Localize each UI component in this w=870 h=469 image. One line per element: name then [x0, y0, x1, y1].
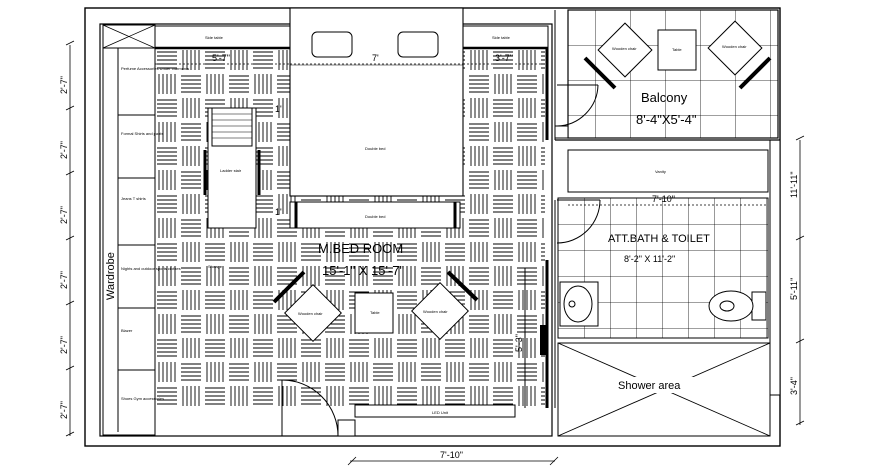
shower-area [557, 342, 771, 437]
vanity-counter [567, 149, 769, 193]
bath-door [556, 199, 601, 244]
dim-top-bed: 7' [372, 53, 379, 63]
balcony-table-label: Table [672, 47, 682, 52]
bedroom-size: 15'-1" X 15'-7" [322, 263, 405, 278]
left-dimensions: 2'-7" 2'-7" 2'-7" 2'-7" 2'-7" 2'-7" [59, 76, 69, 419]
wardrobe-sections: Perfume Accessories Under Garments Forma… [121, 66, 189, 401]
balcony-size: 8'-4"X5'-4" [636, 112, 697, 127]
ladder-label: Ladder stair [220, 168, 242, 173]
balcony-chair-right-label: Wooden chair [722, 44, 747, 49]
vanity-label: Vanity [655, 169, 666, 174]
bath-size: 8'-2" X 11'-2" [624, 254, 675, 264]
dim-top-right: 3'-7" [495, 53, 513, 63]
dim-left-5: 2'-7" [59, 336, 69, 354]
dim-bed-gap: 1' [275, 104, 282, 114]
bath-name: ATT.BATH & TOILET [608, 233, 710, 245]
bed-footboard [289, 201, 461, 229]
pillow-right [397, 31, 439, 58]
wooden-chair-left [272, 270, 342, 342]
dim-left-3: 2'-7" [59, 206, 69, 224]
wardrobe [102, 24, 156, 436]
bedroom-name: M.BED ROOM [318, 241, 403, 256]
balcony-chair-left-label: Wooden chair [612, 46, 637, 51]
wardrobe-section-perfume: Perfume Accessories Under Garments [121, 66, 189, 71]
dim-top-left: 5'-7" [212, 53, 230, 63]
balcony-chair-left [583, 22, 653, 90]
dim-left-4: 2'-7" [59, 271, 69, 289]
led-unit-label: LED Unit [432, 410, 449, 415]
table-label: Table [370, 310, 380, 315]
dim-right-1: 11'-11" [789, 171, 799, 198]
dim-right-3: 3'-4" [789, 377, 799, 395]
dimension-lines [65, 40, 805, 466]
balcony-chair-right [707, 20, 772, 90]
side-table-left-label: Side table [205, 35, 224, 40]
side-table-right-label: Side table [492, 35, 511, 40]
shower-label-bg [612, 377, 696, 393]
pillow-left [311, 31, 353, 58]
dim-bath-width: 7'-10" [652, 194, 675, 204]
wash-basin [559, 281, 599, 327]
wooden-chair-left-label: Wooden chair [298, 311, 323, 316]
bath-wall-right [769, 139, 781, 396]
wardrobe-section-nights: Nights and outdoor sports clothes [121, 266, 181, 271]
wardrobe-section-blazer: Blazer [121, 328, 133, 333]
dim-bed-gap-lower: 1' [275, 207, 282, 217]
mirror-panel [540, 325, 547, 355]
double-bed-lower-label: Double bed [365, 214, 385, 219]
right-dimensions: 11'-11" 5'-11" 3'-4" [789, 171, 799, 395]
shower-label: Shower area [618, 380, 681, 392]
storage-label: Storage [208, 264, 223, 269]
dim-bottom: 7'-10" [440, 450, 463, 460]
wardrobe-label: Wardrobe [105, 252, 117, 300]
dim-vertical-small: 5'-3" [514, 334, 524, 352]
ladder-stair [203, 107, 261, 229]
dim-left-1: 2'-7" [59, 76, 69, 94]
dim-left-6: 2'-7" [59, 401, 69, 419]
toilet [708, 290, 767, 322]
wardrobe-section-formal: Formal Shirts and pants [121, 131, 163, 136]
balcony-name: Balcony [641, 90, 688, 105]
double-bed [289, 7, 464, 197]
mirror-label: MIRROR [540, 336, 545, 352]
balcony-door [554, 84, 599, 139]
wardrobe-section-jeans: Jeans T shirts [121, 196, 146, 201]
led-unit [354, 404, 516, 418]
wardrobe-section-shoes: Shoes Gym accessories [121, 396, 164, 401]
entry-door [281, 379, 356, 437]
double-bed-label: Double bed [365, 146, 385, 151]
table [354, 292, 394, 334]
wooden-chair-right-label: Wooden chair [423, 309, 448, 314]
dim-right-2: 5'-11" [789, 278, 799, 300]
dim-left-2: 2'-7" [59, 141, 69, 159]
wooden-chair-right [411, 270, 479, 340]
balcony-table [657, 29, 697, 71]
